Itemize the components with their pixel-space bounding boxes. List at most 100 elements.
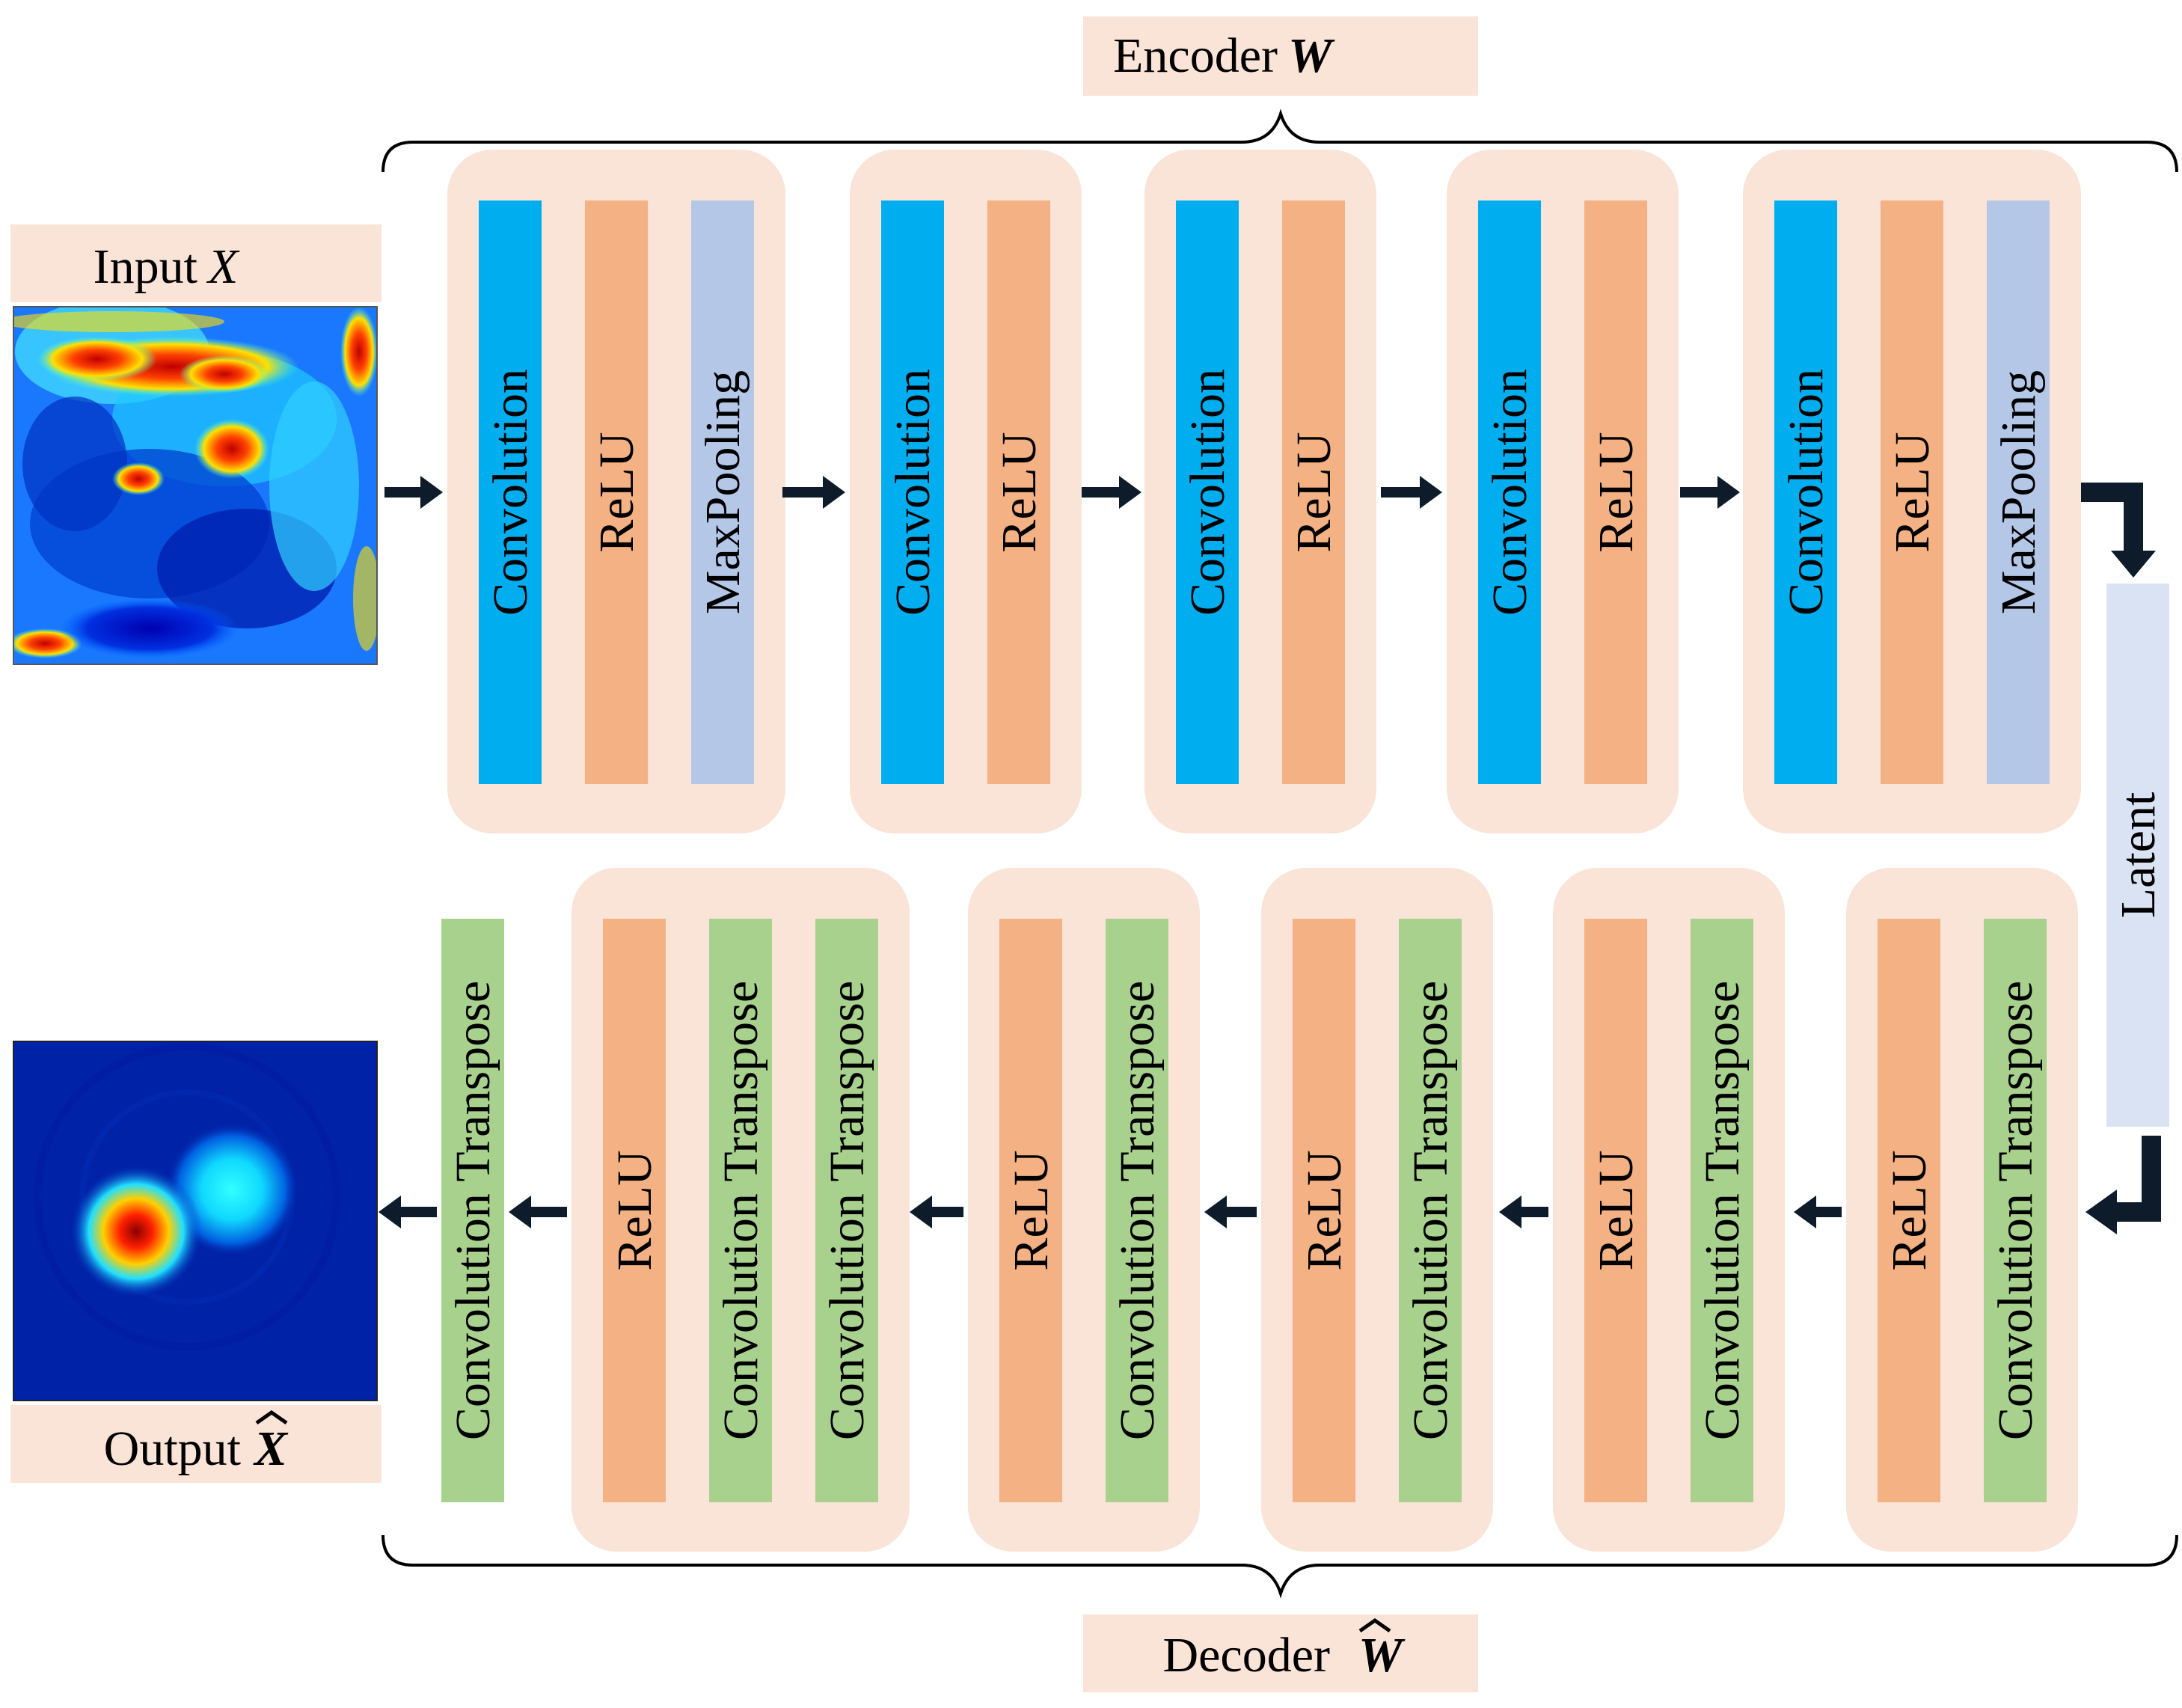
decoder-layer-convT-bar — [1691, 919, 1753, 1502]
encoder-layer-conv-bar — [1478, 201, 1541, 784]
encoder-layer-conv-label: Convolution — [483, 369, 538, 616]
decoder-final-layer-convT-bar — [441, 919, 504, 1502]
decoder-layer-relu-bar — [1584, 919, 1647, 1502]
encoder-block-2: Convolution ReLU — [850, 150, 1082, 833]
decoder-layer-relu-label: ReLU — [607, 1150, 662, 1270]
encoder-layer-pool-label: MaxPooling — [696, 370, 750, 614]
encoder-layer-relu: ReLU — [585, 201, 648, 784]
decoder-final-layer-convT-label: Convolution Transpose — [446, 981, 500, 1440]
elbow-arrow-from-latent-head — [2086, 1190, 2117, 1234]
output-image — [13, 1041, 377, 1401]
left-arrow-head — [1499, 1196, 1521, 1228]
input-label-box — [10, 224, 381, 302]
decoder-hat — [1358, 1617, 1391, 1633]
input-label: Input — [94, 239, 197, 294]
decoder-layer-convT-label: Convolution Transpose — [1988, 981, 2043, 1440]
encoder-layer-conv: Convolution — [479, 201, 542, 784]
input-panel: Input X — [10, 224, 381, 665]
decoder-layer-relu: ReLU — [603, 919, 666, 1502]
decoder-layer-convT-label: Convolution Transpose — [1403, 981, 1458, 1440]
decoder-label: Decoder — [1162, 1628, 1330, 1683]
output-image-frame — [13, 1041, 378, 1401]
encoder-layer-conv-label: Convolution — [886, 369, 940, 616]
left-arrow-head — [1204, 1196, 1227, 1228]
encoder-layer-relu-label: ReLU — [1885, 432, 1940, 552]
encoder-layer-pool: MaxPooling — [691, 201, 754, 784]
encoder-layer-conv-label: Convolution — [1483, 369, 1537, 616]
decoder-block-2: ReLU Convolution Transpose — [968, 868, 1200, 1552]
encoder-layer-pool: MaxPooling — [1987, 201, 2050, 784]
decoder-layer-relu: ReLU — [999, 919, 1062, 1502]
decoder-layer-convT-bar — [1984, 919, 2047, 1502]
encoder-layer-relu-label: ReLU — [589, 432, 644, 552]
decoder-title-box — [1083, 1614, 1478, 1692]
decoder-layer-relu-label: ReLU — [1589, 1150, 1643, 1270]
output-panel: Output X — [10, 1041, 381, 1483]
decoder-layer-convT-bar — [1399, 919, 1462, 1502]
encoder-layer-relu-label: ReLU — [992, 432, 1046, 552]
latent-bar — [2106, 584, 2169, 1127]
decoder-layer-convT-label: Convolution Transpose — [714, 981, 768, 1440]
right-arrow-head — [1717, 476, 1740, 509]
encoder-layer-relu-bar — [987, 201, 1050, 784]
elbow-arrow-to-latent — [2081, 483, 2143, 554]
right-arrow-head — [1119, 476, 1141, 509]
encoder-layer-relu: ReLU — [1584, 201, 1647, 784]
right-arrow-head — [420, 476, 443, 509]
decoder-layer-relu: ReLU — [1293, 919, 1355, 1502]
encoder-layer-relu-bar — [1584, 201, 1647, 784]
encoder-layer-conv-label: Convolution — [1180, 369, 1235, 616]
encoder-layer-relu-bar — [1282, 201, 1345, 784]
decoder-layer-relu: ReLU — [1878, 919, 1940, 1502]
encoder-block-1: Convolution ReLU MaxPooling — [447, 150, 785, 833]
decoder-layer-convT: Convolution Transpose — [1106, 919, 1168, 1502]
decoder-layer-convT: Convolution Transpose — [1691, 919, 1753, 1502]
decoder-layer-relu-label: ReLU — [1297, 1150, 1352, 1270]
decoder-layer-convT-bar — [709, 919, 772, 1502]
encoder-title: Encoder W — [1083, 16, 1478, 96]
decoder-block-1: ReLU Convolution Transpose Convolution Tra… — [571, 868, 910, 1552]
encoder-block-5: Convolution ReLU MaxPooling — [1743, 150, 2081, 833]
encoder-layer-relu: ReLU — [1881, 201, 1943, 784]
decoder-brace — [381, 1534, 2178, 1599]
encoder-layer-conv-bar — [1774, 201, 1837, 784]
decoder-layer-relu-bar — [1293, 919, 1355, 1502]
decoder-layer-convT: Convolution Transpose — [1399, 919, 1462, 1502]
encoder-layer-relu-bar — [1881, 201, 1943, 784]
elbow-arrow-from-latent — [2114, 1136, 2161, 1222]
encoder-layer-conv-bar — [881, 201, 944, 784]
decoder-layer-convT: Convolution Transpose — [815, 919, 878, 1502]
decoder: Convolution Transpose ReLU Convolution Tra… — [441, 868, 2078, 1552]
encoder-label: Encoder — [1113, 28, 1278, 83]
decoder-block-3: ReLU Convolution Transpose — [1261, 868, 1493, 1552]
decoder-title: Decoder W — [1083, 1614, 1478, 1692]
left-arrow-head — [910, 1196, 932, 1228]
encoder-layer-conv-bar — [1176, 201, 1239, 784]
decoder-layer-convT-bar — [815, 919, 878, 1502]
encoder-brace — [381, 108, 2178, 173]
left-arrow-head — [379, 1196, 401, 1228]
decoder-symbol: W — [1358, 1628, 1406, 1683]
encoder-layer-relu: ReLU — [987, 201, 1050, 784]
decoder-final-layer-convT: Convolution Transpose — [441, 919, 504, 1502]
decoder-layer-convT: Convolution Transpose — [1984, 919, 2047, 1502]
left-arrow-head — [509, 1196, 531, 1228]
encoder-layer-pool-bar — [1987, 201, 2050, 784]
encoder-layer-conv: Convolution — [881, 201, 944, 784]
decoder-layer-relu-label: ReLU — [1004, 1150, 1058, 1270]
decoder-layer-relu: ReLU — [1584, 919, 1647, 1502]
encoder-layer-conv: Convolution — [1478, 201, 1541, 784]
input-image — [13, 307, 377, 664]
latent-block: Latent — [2106, 584, 2169, 1127]
decoder-layer-relu-bar — [1878, 919, 1940, 1502]
decoder-layer-convT: Convolution Transpose — [709, 919, 772, 1502]
decoder-layer-relu-bar — [999, 919, 1062, 1502]
encoder-layer-conv: Convolution — [1774, 201, 1837, 784]
arrows — [379, 476, 2161, 1234]
right-arrow-head — [1420, 476, 1442, 509]
encoder-layer-relu-bar — [585, 201, 648, 784]
encoder-layer-conv-label: Convolution — [1779, 369, 1833, 616]
decoder-layer-convT-label: Convolution Transpose — [1110, 981, 1165, 1440]
